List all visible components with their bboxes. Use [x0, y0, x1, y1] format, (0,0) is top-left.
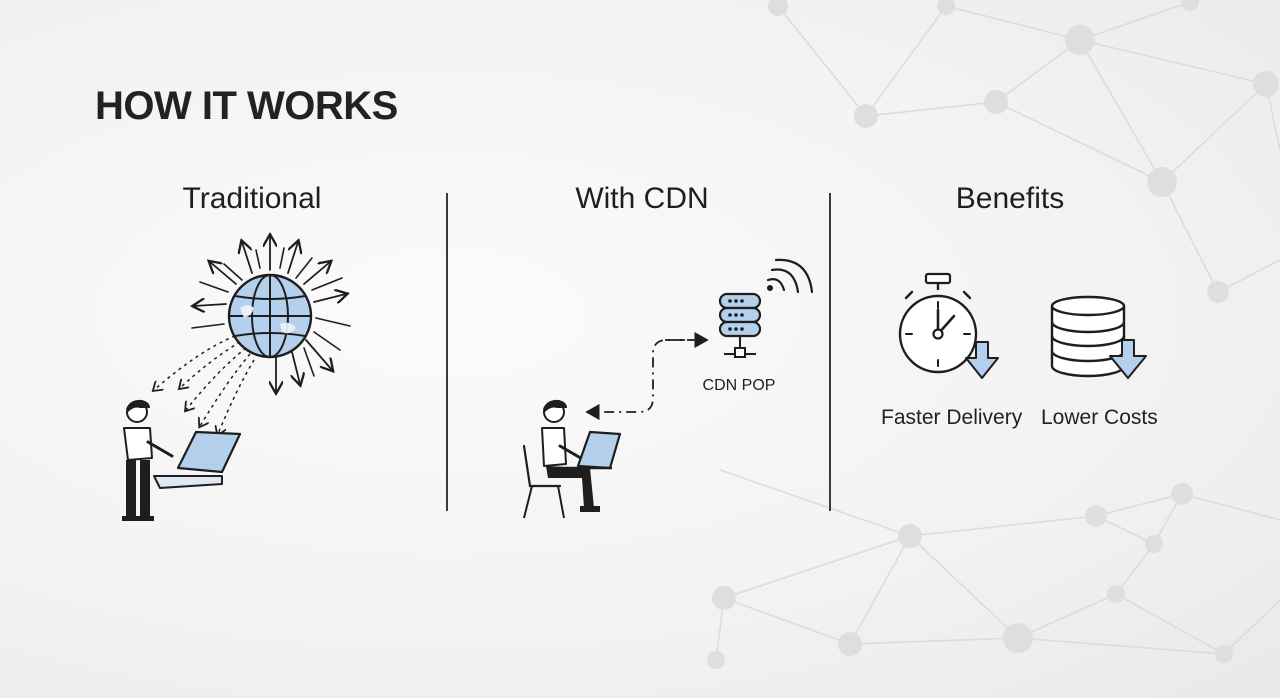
page-title: HOW IT WORKS: [95, 84, 398, 128]
stopwatch-down-icon: [898, 272, 999, 379]
cdn-server-icon: [718, 258, 814, 358]
column-divider-left: [446, 193, 448, 511]
cdn-pop-label: CDN POP: [702, 377, 776, 394]
person-standing-laptop-icon: [122, 399, 242, 521]
benefit-faster-delivery-label: Faster Delivery: [881, 406, 1023, 429]
database-down-icon: [1050, 295, 1147, 379]
heading-with-cdn: With CDN: [575, 182, 709, 215]
globe-radiating-icon: [180, 228, 351, 398]
heading-benefits: Benefits: [955, 182, 1065, 215]
benefit-lower-costs-label: Lower Costs: [1041, 406, 1158, 429]
column-divider-right: [829, 193, 831, 511]
dashed-request-lines: [140, 335, 255, 440]
heading-traditional: Traditional: [182, 182, 322, 215]
person-seated-laptop-icon: [522, 399, 622, 519]
dashed-connection-line: [585, 331, 709, 421]
